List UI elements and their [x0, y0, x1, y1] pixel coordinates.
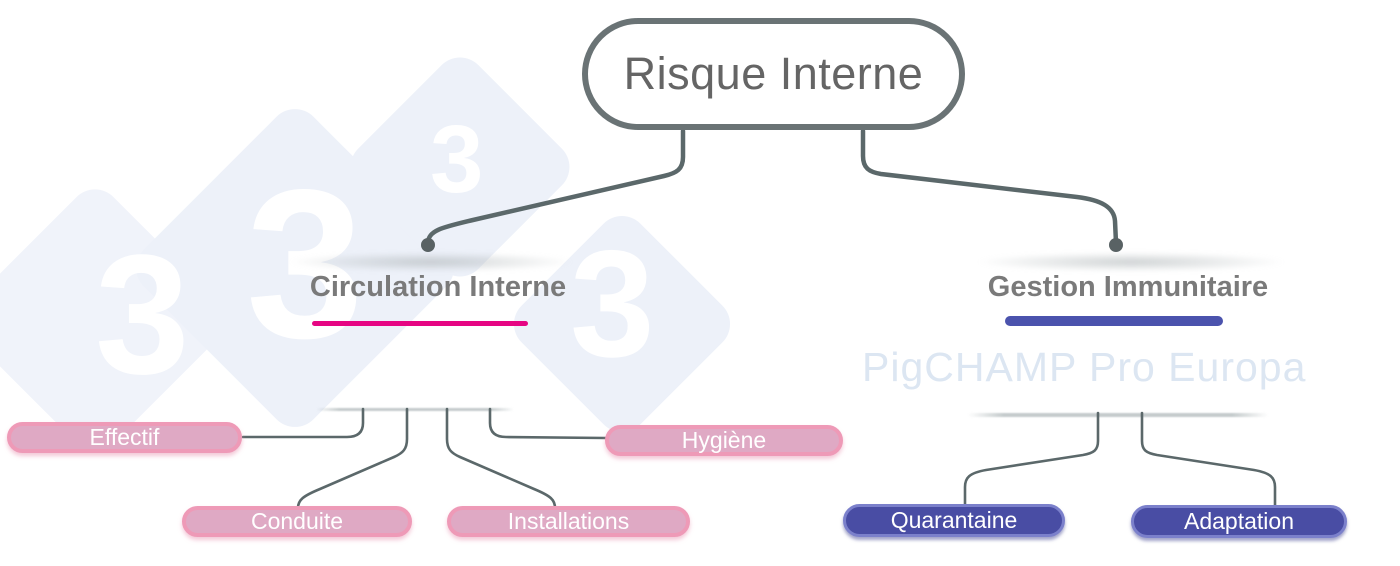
- node-adaptation[interactable]: Adaptation: [1131, 505, 1347, 538]
- node-risque-interne[interactable]: Risque Interne: [582, 18, 965, 130]
- soft-shadow-line: [316, 408, 514, 411]
- soft-shadow-line: [968, 413, 1268, 417]
- soft-shadow: [975, 252, 1287, 272]
- watermark-brand-text: PigCHAMP Pro Europa: [862, 344, 1307, 390]
- node-hygiene[interactable]: Hygiène: [605, 425, 843, 456]
- root-node-label: Risque Interne: [623, 48, 924, 99]
- node-circulation-interne[interactable]: Circulation Interne: [309, 271, 567, 303]
- node-installations[interactable]: Installations: [447, 506, 690, 537]
- node-conduite[interactable]: Conduite: [182, 506, 412, 537]
- gestion-underline: [1005, 316, 1223, 326]
- node-quarantaine[interactable]: Quarantaine: [843, 504, 1065, 537]
- circulation-underline: [312, 321, 528, 326]
- soft-shadow: [287, 252, 575, 272]
- node-effectif[interactable]: Effectif: [7, 422, 242, 453]
- watermark-digit-3: 3: [570, 219, 655, 389]
- node-gestion-immunitaire[interactable]: Gestion Immunitaire: [987, 271, 1269, 303]
- watermark-digit-3: 3: [95, 220, 190, 410]
